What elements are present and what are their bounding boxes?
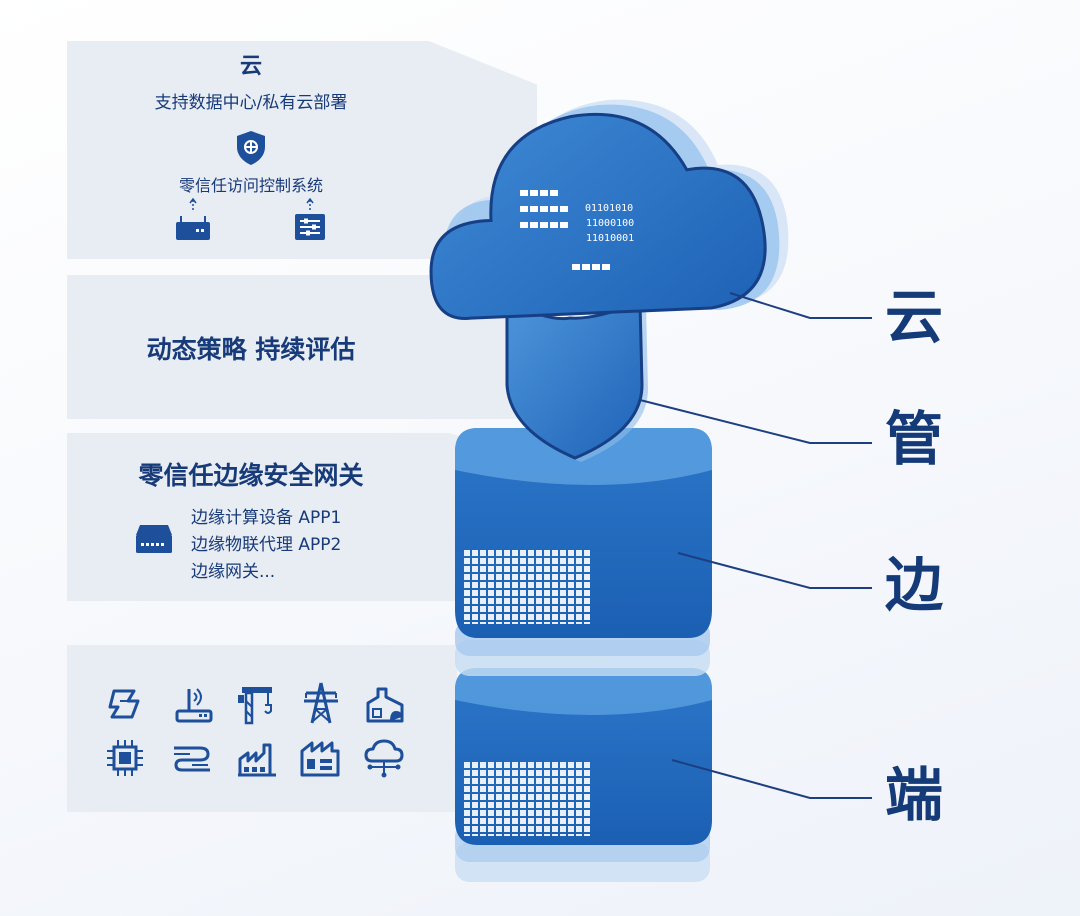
leader-lines xyxy=(639,292,872,799)
label-cloud: 云 xyxy=(885,283,944,351)
cloud-data-bars xyxy=(520,190,610,270)
control-panel-icon xyxy=(295,198,325,240)
label-edge: 边 xyxy=(885,551,944,619)
chip-icon xyxy=(107,740,143,776)
edge-device-icon xyxy=(136,525,172,553)
wireless-router-icon xyxy=(175,688,213,723)
zero-trust-system-label: 零信任访问控制系统 xyxy=(178,176,324,195)
edge-section-band xyxy=(67,433,517,601)
edge-item-compute: 边缘计算设备 APP1 xyxy=(191,508,342,528)
manufacturing-icon xyxy=(300,741,340,777)
shield-icon xyxy=(237,131,265,165)
cloud-network-icon xyxy=(364,739,404,778)
label-end: 端 xyxy=(885,761,944,829)
cloud-section-subtitle: 支持数据中心/私有云部署 xyxy=(154,93,348,113)
edge-gateway-title: 零信任边缘安全网关 xyxy=(138,461,364,490)
binary-line-3: 11010001 xyxy=(586,233,635,244)
power-tower-icon xyxy=(304,682,338,724)
label-pipe: 管 xyxy=(885,405,944,473)
device-section-band xyxy=(67,645,457,812)
edge-item-iot-agent: 边缘物联代理 APP2 xyxy=(191,535,342,555)
factory-icon xyxy=(366,687,404,723)
industrial-plant-icon xyxy=(238,743,276,777)
crane-icon xyxy=(238,687,272,725)
shield-illustration xyxy=(505,297,648,462)
binary-line-1: 01101010 xyxy=(585,203,634,214)
cloud-section-title: 云 xyxy=(239,54,263,79)
steel-beam-icon xyxy=(108,689,140,719)
cloud-illustration xyxy=(429,99,789,320)
binary-line-2: 11000100 xyxy=(586,218,635,229)
end-box-grid-windows xyxy=(464,762,590,836)
edge-item-gateway: 边缘网关... xyxy=(191,562,276,582)
edge-box-grid xyxy=(464,550,590,624)
wind-flow-icon xyxy=(174,746,210,772)
strategy-title: 动态策略 持续评估 xyxy=(146,335,356,364)
router-icon xyxy=(176,198,210,240)
